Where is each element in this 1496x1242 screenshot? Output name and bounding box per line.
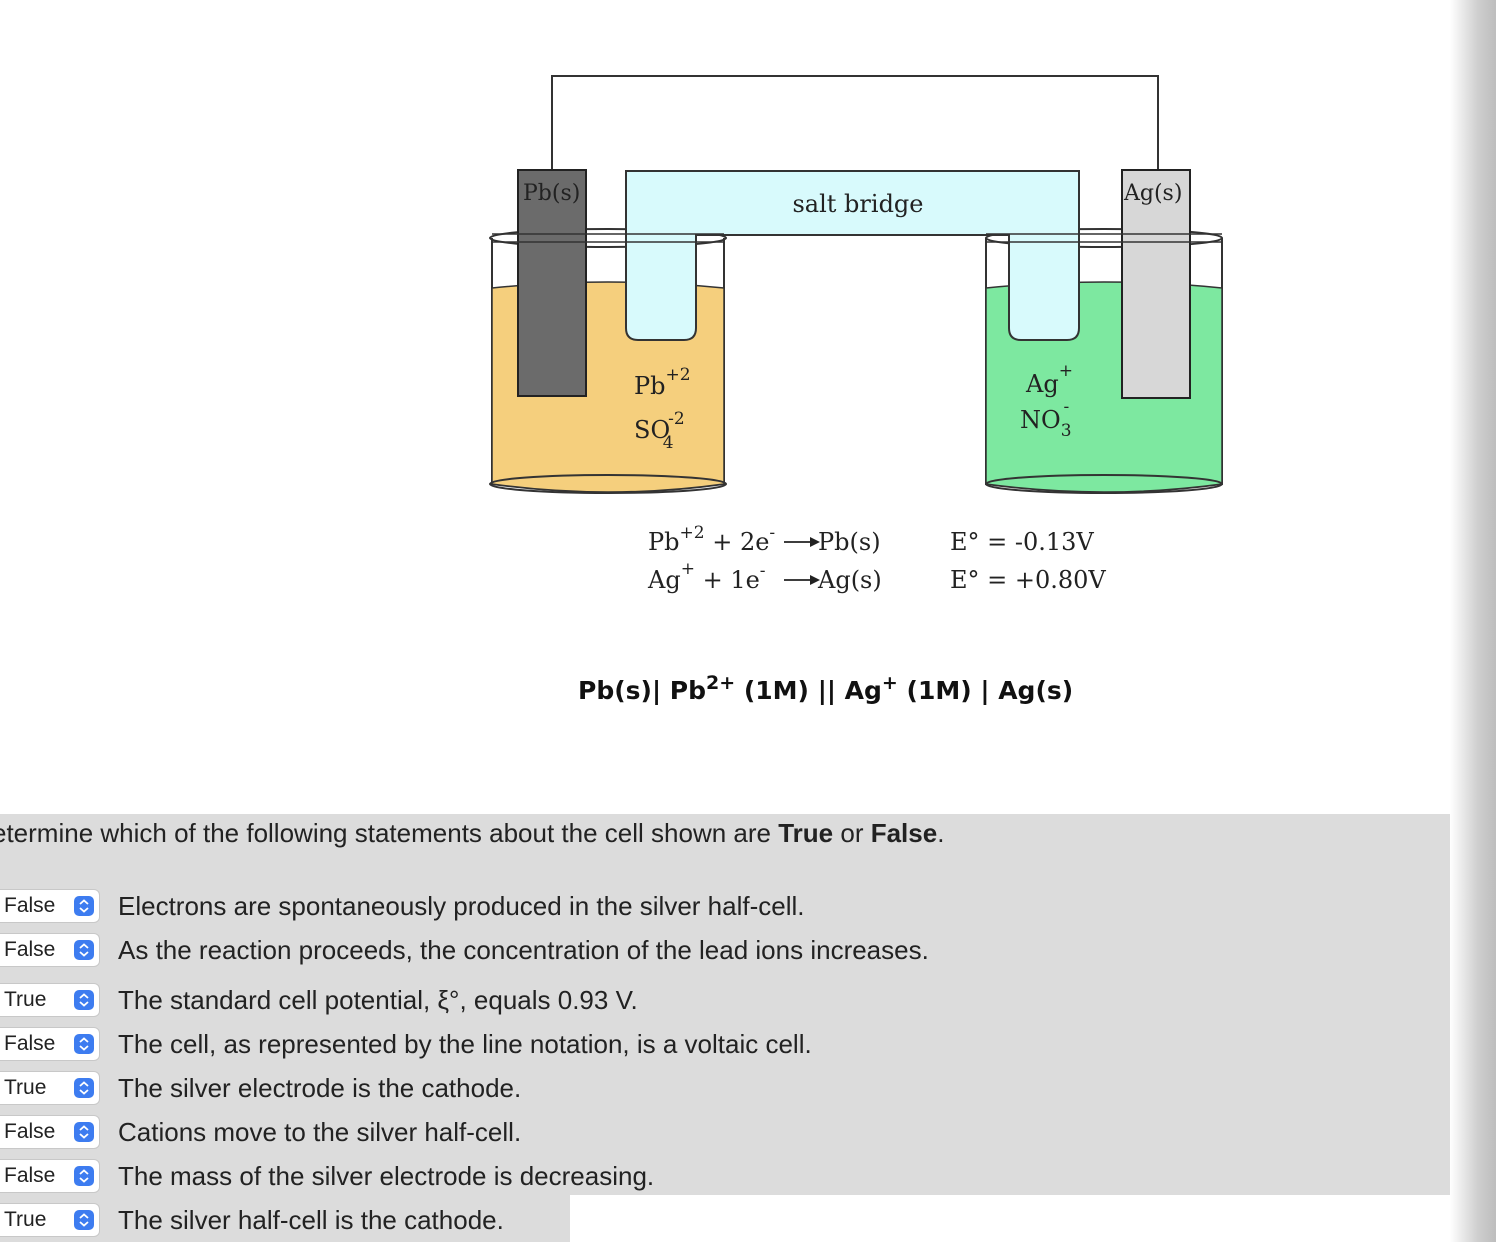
statement-text: The standard cell potential, ξ°, equals … bbox=[118, 984, 638, 1015]
statement-row: False The mass of the silver electrode i… bbox=[0, 1158, 654, 1194]
true-false-select[interactable]: True bbox=[0, 983, 100, 1017]
reaction-1-product: Pb(s) bbox=[818, 528, 881, 556]
chevron-updown-icon bbox=[74, 1166, 94, 1186]
true-false-select[interactable]: True bbox=[0, 1203, 100, 1237]
statement-text: The silver electrode is the cathode. bbox=[118, 1072, 522, 1103]
question-prompt: etermine which of the following statemen… bbox=[0, 818, 945, 848]
true-false-select[interactable]: False bbox=[0, 1159, 100, 1193]
left-ion-1: Pb+2 bbox=[634, 365, 691, 400]
right-electrode-label: Ag(s) bbox=[1123, 181, 1182, 206]
reaction-2: Ag+ + 1e- bbox=[647, 559, 766, 594]
statement-text: Electrons are spontaneously produced in … bbox=[118, 890, 805, 921]
chevron-updown-icon bbox=[74, 990, 94, 1010]
reaction-1-potential: E° = -0.13V bbox=[950, 528, 1094, 556]
true-false-select[interactable]: False bbox=[0, 1115, 100, 1149]
pb-electrode bbox=[517, 169, 587, 397]
left-electrode-label: Pb(s) bbox=[523, 181, 580, 206]
salt-bridge bbox=[625, 170, 1080, 341]
true-false-select[interactable]: False bbox=[0, 1027, 100, 1061]
true-false-select[interactable]: True bbox=[0, 1071, 100, 1105]
statement-text: The silver half-cell is the cathode. bbox=[118, 1204, 504, 1235]
right-ion-1: Ag+ bbox=[1025, 361, 1073, 398]
statement-row: False Electrons are spontaneously produc… bbox=[0, 888, 805, 924]
ag-electrode bbox=[1121, 169, 1191, 399]
reaction-2-product: Ag(s) bbox=[817, 566, 882, 594]
statement-row: True The standard cell potential, ξ°, eq… bbox=[0, 982, 638, 1018]
chevron-updown-icon bbox=[74, 1122, 94, 1142]
true-false-select[interactable]: False bbox=[0, 933, 100, 967]
statement-row: True The silver half-cell is the cathode… bbox=[0, 1202, 504, 1238]
page-edge-shadow bbox=[1450, 0, 1496, 1242]
salt-bridge-label: salt bridge bbox=[792, 190, 923, 218]
reaction-1: Pb+2 + 2e- bbox=[648, 523, 775, 556]
statement-row: False The cell, as represented by the li… bbox=[0, 1026, 812, 1062]
chevron-updown-icon bbox=[74, 1210, 94, 1230]
chevron-updown-icon bbox=[74, 1034, 94, 1054]
chevron-updown-icon bbox=[74, 896, 94, 916]
true-false-select[interactable]: False bbox=[0, 889, 100, 923]
right-ion-2: NO3- bbox=[1020, 397, 1072, 441]
statement-text: As the reaction proceeds, the concentrat… bbox=[118, 934, 929, 965]
chevron-updown-icon bbox=[74, 940, 94, 960]
cell-line-notation: Pb(s)| Pb2+ (1M) || Ag+ (1M) | Ag(s) bbox=[578, 672, 1074, 706]
statement-row: False Cations move to the silver half-ce… bbox=[0, 1114, 521, 1150]
chevron-updown-icon bbox=[74, 1078, 94, 1098]
external-wire bbox=[551, 75, 1159, 170]
statement-text: The mass of the silver electrode is decr… bbox=[118, 1160, 655, 1191]
panel-end bbox=[570, 1195, 1450, 1242]
statement-text: Cations move to the silver half-cell. bbox=[118, 1116, 522, 1147]
statement-row: True The silver electrode is the cathode… bbox=[0, 1070, 521, 1106]
statement-text: The cell, as represented by the line not… bbox=[118, 1028, 812, 1059]
reaction-2-potential: E° = +0.80V bbox=[950, 566, 1106, 594]
question-panel bbox=[0, 814, 1450, 1242]
statement-row: False As the reaction proceeds, the conc… bbox=[0, 932, 929, 968]
